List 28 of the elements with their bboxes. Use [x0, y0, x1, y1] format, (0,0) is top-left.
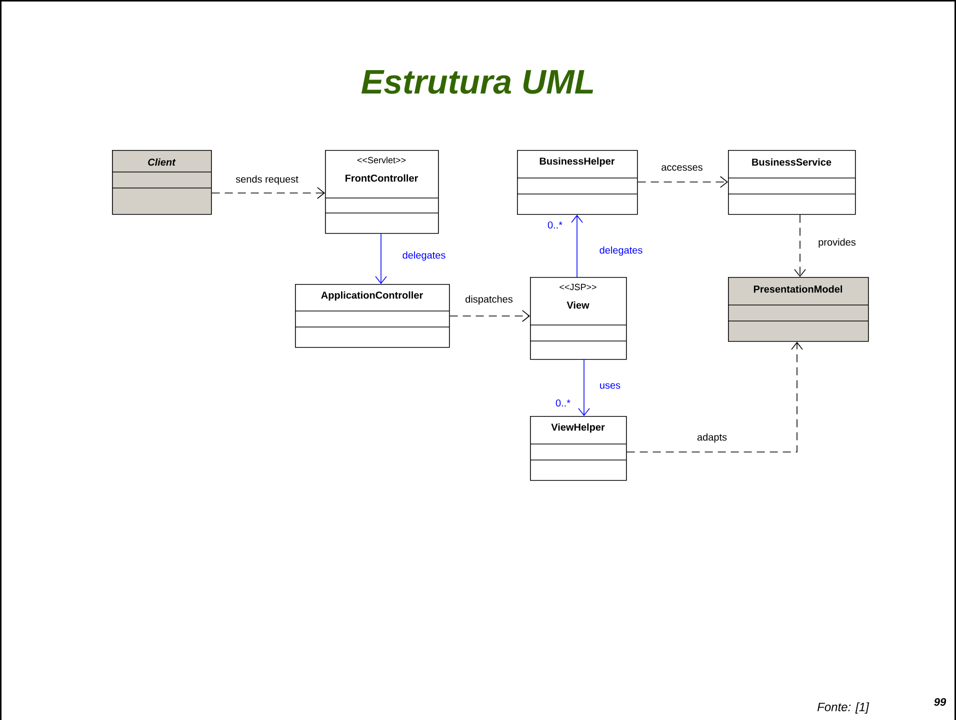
multiplicity-label: 0..*	[556, 399, 570, 407]
arrow	[626, 342, 803, 452]
class-box: Client	[112, 150, 212, 215]
edge-label: sends request	[234, 174, 300, 186]
arrow	[211, 187, 325, 199]
page-number: 99	[934, 698, 946, 706]
edge-label: delegates	[401, 250, 447, 262]
edge-label: dispatches	[464, 294, 514, 306]
class-box: BusinessService	[728, 150, 856, 215]
class-box: ApplicationController	[294, 284, 450, 348]
class-box: PresentationModel	[728, 277, 869, 342]
source-note: Fonte: [1]	[817, 702, 870, 714]
class-box: <<JSP>> View	[530, 277, 627, 360]
arrow	[375, 233, 387, 284]
edge-label: accesses	[660, 164, 704, 172]
edge-label: adapts	[696, 432, 728, 444]
class-box: BusinessHelper	[516, 150, 638, 215]
class-box: ViewHelper	[530, 416, 627, 481]
edge-label: uses	[598, 382, 622, 390]
arrow	[578, 359, 590, 416]
arrow	[571, 214, 583, 278]
edge-label: provides	[817, 237, 857, 249]
class-box: <<Servlet>> FrontController	[324, 150, 439, 234]
arrow	[794, 214, 806, 277]
edge-label: delegates	[598, 245, 644, 257]
slide-title: Estrutura UML	[361, 70, 594, 94]
arrow	[637, 176, 728, 188]
arrow	[449, 310, 530, 322]
